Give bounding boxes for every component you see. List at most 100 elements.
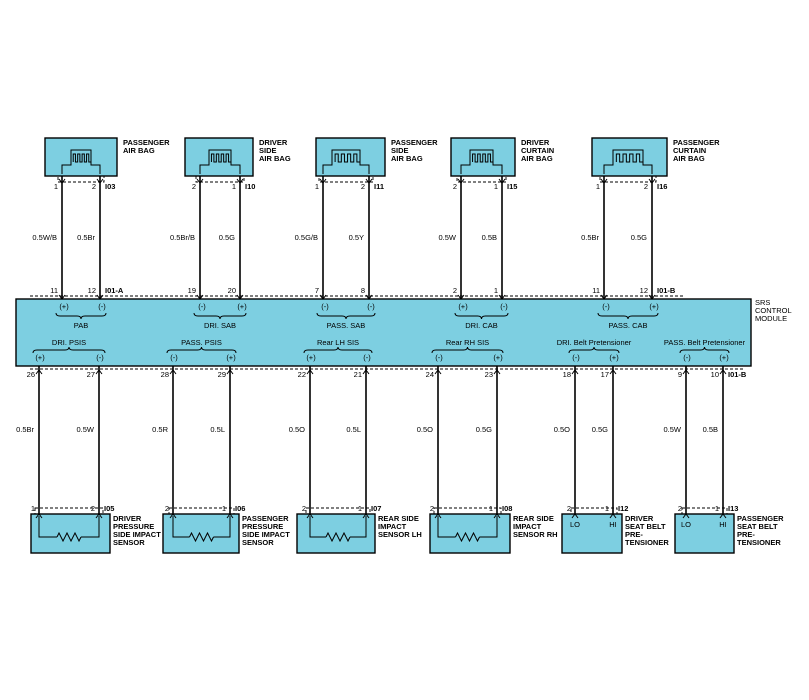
pin-arrow-icon xyxy=(319,294,327,300)
pin-arrow-icon xyxy=(719,369,727,375)
polarity-label: (-) xyxy=(602,302,610,311)
pin-arrow-icon xyxy=(600,178,608,184)
pin-arrow-icon xyxy=(306,513,314,519)
component-label-line: PRESSURE xyxy=(113,522,154,531)
group-brace xyxy=(568,346,620,354)
squib-icon xyxy=(322,149,370,174)
pin-number: 2 xyxy=(567,504,571,513)
polarity-label: (+) xyxy=(719,353,729,362)
component-label-line: PASSENGER xyxy=(391,138,438,147)
component-box xyxy=(30,513,111,554)
pin-number: 1 xyxy=(222,504,226,513)
component-label-line: DRIVER xyxy=(521,138,550,147)
module-pin-number: 29 xyxy=(218,370,226,379)
pin-arrow-icon xyxy=(719,513,727,519)
pin-number: 2 xyxy=(92,182,96,191)
module-group-label: DRI. SAB xyxy=(204,321,236,330)
component-label-line: DRIVER xyxy=(625,514,654,523)
pin-arrow-icon xyxy=(169,513,177,519)
module-group-label: DRI. Belt Pretensioner xyxy=(557,338,632,347)
pin-arrow-icon xyxy=(434,369,442,375)
module-pin-number: 11 xyxy=(592,286,600,295)
polarity-label: (-) xyxy=(435,353,443,362)
component-label-line: SIDE IMPACT xyxy=(113,530,161,539)
pin-arrow-icon xyxy=(362,513,370,519)
pin-number: 1 xyxy=(715,504,719,513)
connector-outline xyxy=(433,507,502,515)
pin-arrow-icon xyxy=(236,294,244,300)
module-pin-number: 28 xyxy=(161,370,169,379)
polarity-label: (-) xyxy=(198,302,206,311)
polarity-label: (+) xyxy=(458,302,468,311)
pin-number: 1 xyxy=(605,504,609,513)
module-group-label: DRI. CAB xyxy=(465,321,498,330)
wire-color-label: 0.5G xyxy=(631,233,647,242)
wire-color-label: 0.5Br xyxy=(16,425,34,434)
group-brace xyxy=(316,312,376,320)
polarity-label: (+) xyxy=(226,353,236,362)
module-label: CONTROL xyxy=(755,306,792,315)
wire-color-label: 0.5W/B xyxy=(32,233,57,242)
pin-arrow-icon xyxy=(498,294,506,300)
resistor-icon xyxy=(38,516,100,543)
pin-arrow-icon xyxy=(609,513,617,519)
wire-color-label: 0.5O xyxy=(554,425,570,434)
wire-color-label: 0.5W xyxy=(663,425,681,434)
squib-icon xyxy=(199,149,241,174)
connector-id: I05 xyxy=(104,504,114,513)
wire-color-label: 0.5W xyxy=(438,233,456,242)
module-connector-id: I01-B xyxy=(657,286,676,295)
connector-outline xyxy=(168,507,235,515)
module-group-label: Rear RH SIS xyxy=(446,338,489,347)
wire-color-label: 0.5Br xyxy=(77,233,95,242)
pin-arrow-icon xyxy=(306,369,314,375)
pin-number: 1 xyxy=(494,182,498,191)
component-label-line: AIR BAG xyxy=(391,154,423,163)
connector-outline xyxy=(57,175,105,183)
connector-outline xyxy=(456,175,507,183)
component-label-line: TENSIONER xyxy=(625,538,669,547)
module-pin-number: 1 xyxy=(494,286,498,295)
module-group-label: PAB xyxy=(74,321,88,330)
module-pin-number: 12 xyxy=(640,286,648,295)
pin-arrow-icon xyxy=(319,178,327,184)
component-label-line: IMPACT xyxy=(513,522,542,531)
wire-color-label: 0.5O xyxy=(289,425,305,434)
pin-arrow-icon xyxy=(362,369,370,375)
polarity-label: (-) xyxy=(367,302,375,311)
wire-color-label: 0.5G/B xyxy=(295,233,318,242)
module-group-label: PASS. SAB xyxy=(327,321,366,330)
pin-number: 2 xyxy=(678,504,682,513)
connector-outline xyxy=(681,507,728,515)
pin-arrow-icon xyxy=(648,178,656,184)
component-label-line: PASSENGER xyxy=(673,138,720,147)
component-label-line: AIR BAG xyxy=(673,154,705,163)
polarity-label: (+) xyxy=(59,302,69,311)
component-label-line: PRESSURE xyxy=(242,522,283,531)
module-label: MODULE xyxy=(755,314,787,323)
pin-number: 1 xyxy=(489,504,493,513)
component-label-line: PASSENGER xyxy=(123,138,170,147)
component-label-line: SEAT BELT xyxy=(737,522,778,531)
polarity-label: (+) xyxy=(649,302,659,311)
polarity-label: (-) xyxy=(170,353,178,362)
component-label-line: TENSIONER xyxy=(737,538,781,547)
pin-number: 2 xyxy=(430,504,434,513)
group-brace xyxy=(32,346,106,354)
component-box xyxy=(162,513,240,554)
component-label-line: SENSOR xyxy=(242,538,274,547)
squib-icon xyxy=(460,149,503,174)
connector-id: I08 xyxy=(502,504,512,513)
pin-arrow-icon xyxy=(682,513,690,519)
module-pin-number: 17 xyxy=(601,370,609,379)
component-label-line: AIR BAG xyxy=(259,154,291,163)
pin-arrow-icon xyxy=(236,178,244,184)
